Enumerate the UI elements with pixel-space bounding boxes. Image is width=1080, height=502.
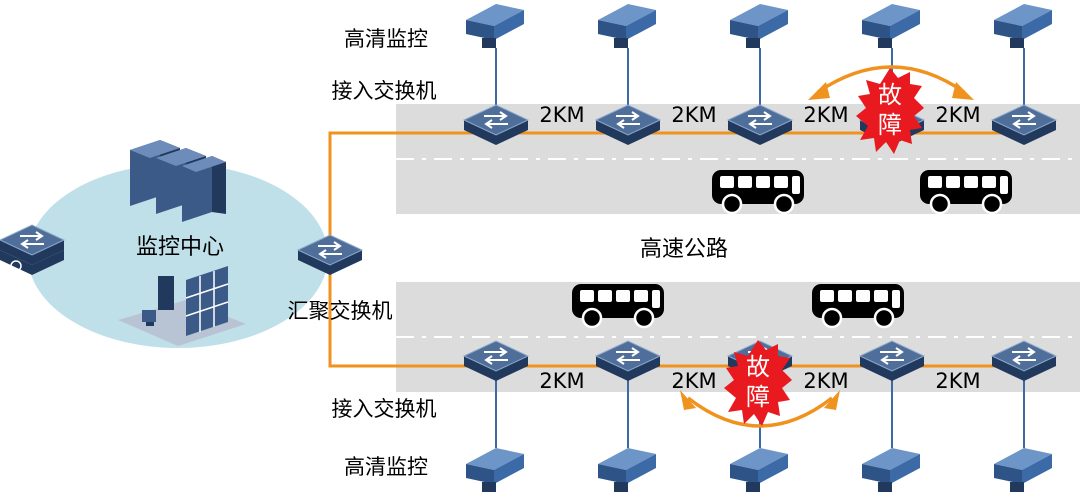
fault-label-top-line1: 故 xyxy=(878,81,902,109)
surveillance-camera-icon xyxy=(466,448,524,492)
surveillance-camera-icon xyxy=(730,4,788,48)
hd-camera-label-bottom: 高清监控 xyxy=(344,455,428,479)
aggregation-switch-label: 汇聚交换机 xyxy=(288,299,393,323)
curved-double-arrow-icon xyxy=(680,390,840,428)
distance-label: 2KM xyxy=(935,103,980,127)
fault-label-top-line2: 障 xyxy=(878,111,902,139)
surveillance-camera-icon xyxy=(994,448,1052,492)
core-switch-icon xyxy=(0,224,65,275)
video-wall-icon xyxy=(118,266,246,346)
hd-camera-label-top: 高清监控 xyxy=(344,27,428,51)
distance-label: 2KM xyxy=(935,369,980,393)
monitoring-center-area xyxy=(28,164,328,348)
distance-label: 2KM xyxy=(803,369,848,393)
access-switch-label-top: 接入交换机 xyxy=(332,79,437,103)
surveillance-camera-icon xyxy=(862,4,920,48)
surveillance-camera-icon xyxy=(598,448,656,492)
camera-links-top xyxy=(495,48,1025,110)
fault-label-bottom-line2: 障 xyxy=(746,383,770,411)
distance-label: 2KM xyxy=(803,103,848,127)
surveillance-camera-icon xyxy=(730,448,788,492)
distance-label: 2KM xyxy=(671,369,716,393)
server-rack-icon xyxy=(130,140,226,222)
highway-label: 高速公路 xyxy=(640,237,728,262)
monitoring-center-label: 监控中心 xyxy=(136,235,224,260)
surveillance-camera-icon xyxy=(994,4,1052,48)
access-switch-label-bottom: 接入交换机 xyxy=(332,397,437,421)
distance-label: 2KM xyxy=(539,103,584,127)
surveillance-camera-icon xyxy=(466,4,524,48)
distance-label: 2KM xyxy=(539,369,584,393)
fault-label-bottom-line1: 故 xyxy=(746,353,770,381)
surveillance-camera-icon xyxy=(598,4,656,48)
distance-label: 2KM xyxy=(671,103,716,127)
curved-double-arrow-icon xyxy=(808,65,974,100)
surveillance-camera-icon xyxy=(862,448,920,492)
